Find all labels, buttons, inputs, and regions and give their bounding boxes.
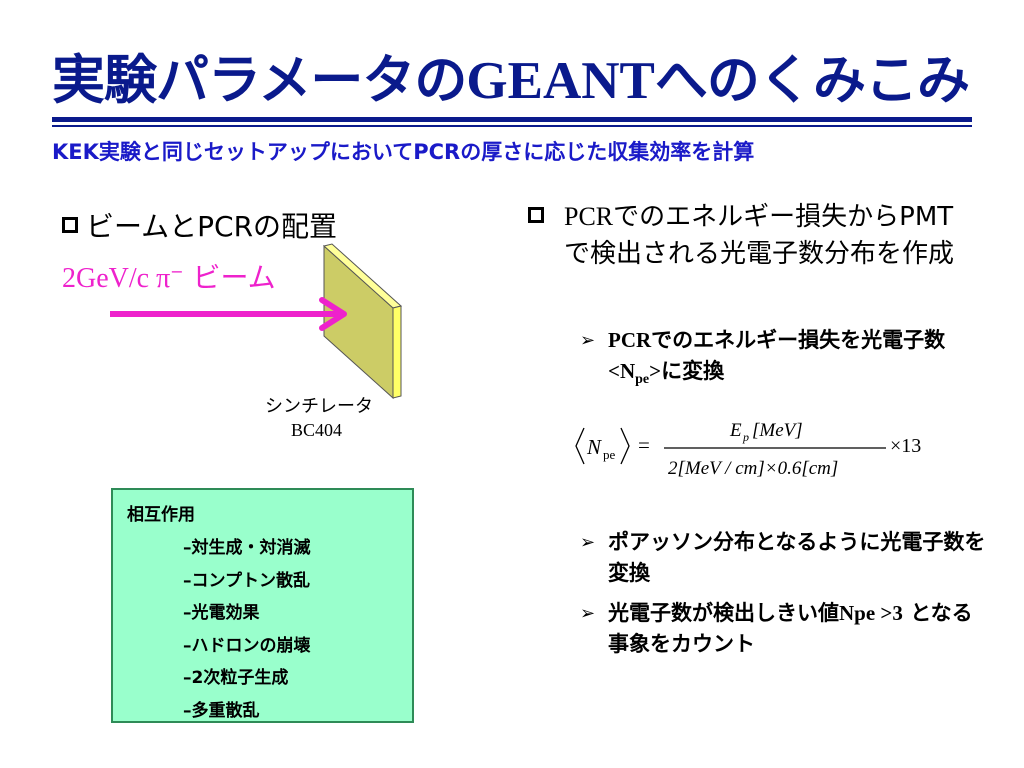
scintillator-side-edge <box>392 305 402 399</box>
title-rule-thin <box>52 125 972 127</box>
bullet1-npe-close: > <box>649 359 662 383</box>
beam-arrow-head <box>319 297 347 331</box>
interaction-item: –2次粒子生成 <box>183 668 289 688</box>
bullet1-latin: PCR <box>608 328 652 352</box>
slide-subtitle: KEK実験と同じセットアップにおいてPCRの厚さに応じた収集効率を計算 <box>52 140 755 164</box>
title-suffix: へのくみこみ <box>654 50 970 111</box>
formula-num-sub: p <box>742 430 749 444</box>
formula-lhs-var: N <box>586 435 602 459</box>
checkbox-bullet-icon <box>528 207 544 223</box>
interaction-item: –対生成・対消滅 <box>183 538 311 558</box>
sub-bullet-threshold: 光電子数が検出しきい値Npe >3 となる事象をカウント <box>580 598 988 660</box>
formula-factor: ×13 <box>890 435 921 457</box>
interaction-item: –光電効果 <box>183 603 260 623</box>
formula-denominator: 2[MeV / cm]×0.6[cm] <box>668 458 838 479</box>
beam-charge: − <box>170 262 184 281</box>
interactions-title: 相互作用 <box>127 505 195 525</box>
formula-lhs-sub: pe <box>603 447 616 462</box>
distribution-heading-latin: PCR <box>564 202 614 231</box>
formula-num-unit: [MeV] <box>752 420 803 441</box>
scintillator-model: BC404 <box>291 420 343 440</box>
title-rule-thick <box>52 117 972 122</box>
sub-bullet-poisson: ポアッソン分布となるように光電子数を変換 <box>580 527 988 589</box>
bullet3-threshold: Npe >3 <box>839 601 903 625</box>
bullet1-npe-sub: pe <box>635 372 650 388</box>
bullet1-text: でのエネルギー損失を光電子数 <box>651 328 946 352</box>
bullet3-tail: となる事象をカウント <box>608 601 973 656</box>
checkbox-bullet-icon <box>62 217 78 233</box>
beam-word: ビーム <box>183 261 276 294</box>
beam-setup-heading-text: ビームとPCRの配置 <box>86 210 338 243</box>
title-prefix: 実験パラメータの <box>52 50 467 111</box>
interaction-item: –ハドロンの崩壊 <box>183 635 311 656</box>
distribution-heading-text: でのエネルギー損失からPMTで検出される光電子数分布を作成 <box>564 202 955 269</box>
npe-formula: N pe = E p [MeV] 2[MeV / cm]×0.6[cm] ×13 <box>575 420 921 479</box>
interactions-box: 相互作用 –対生成・対消滅 –コンプトン散乱 –光電効果 –ハドロンの崩壊 –2… <box>111 488 414 723</box>
formula-left-angle <box>575 427 585 465</box>
formula-right-angle <box>620 427 630 465</box>
distribution-section: PCRでのエネルギー損失からPMTで検出される光電子数分布を作成 <box>528 198 978 273</box>
title-latin: GEANT <box>466 52 655 110</box>
distribution-heading: PCRでのエネルギー損失からPMTで検出される光電子数分布を作成 <box>528 198 978 273</box>
beam-label: 2GeV/c π− ビーム <box>62 256 276 296</box>
beam-diagram <box>110 243 403 400</box>
scintillator-caption: シンチレータ <box>265 396 373 417</box>
slide-title: 実験パラメータのGEANTへのくみこみ <box>52 38 970 114</box>
sub-bullet-energy-conversion: PCRでのエネルギー損失を光電子数 <Npe>に変換 <box>580 325 988 395</box>
formula-num-var: E <box>729 420 742 441</box>
bullet1-tail: に変換 <box>661 359 725 383</box>
interaction-item: –コンプトン散乱 <box>183 570 310 591</box>
bullet1-npe: <N <box>608 359 636 383</box>
formula-equals: = <box>638 433 650 457</box>
beam-setup-heading: ビームとPCRの配置 <box>62 205 337 245</box>
interactions-list: –対生成・対消滅 –コンプトン散乱 –光電効果 –ハドロンの崩壊 –2次粒子生成… <box>127 532 398 727</box>
beam-momentum: 2GeV/c π <box>62 263 171 294</box>
bullet3-text: 光電子数が検出しきい値 <box>608 601 839 625</box>
interaction-item: –多重散乱 <box>183 700 260 721</box>
